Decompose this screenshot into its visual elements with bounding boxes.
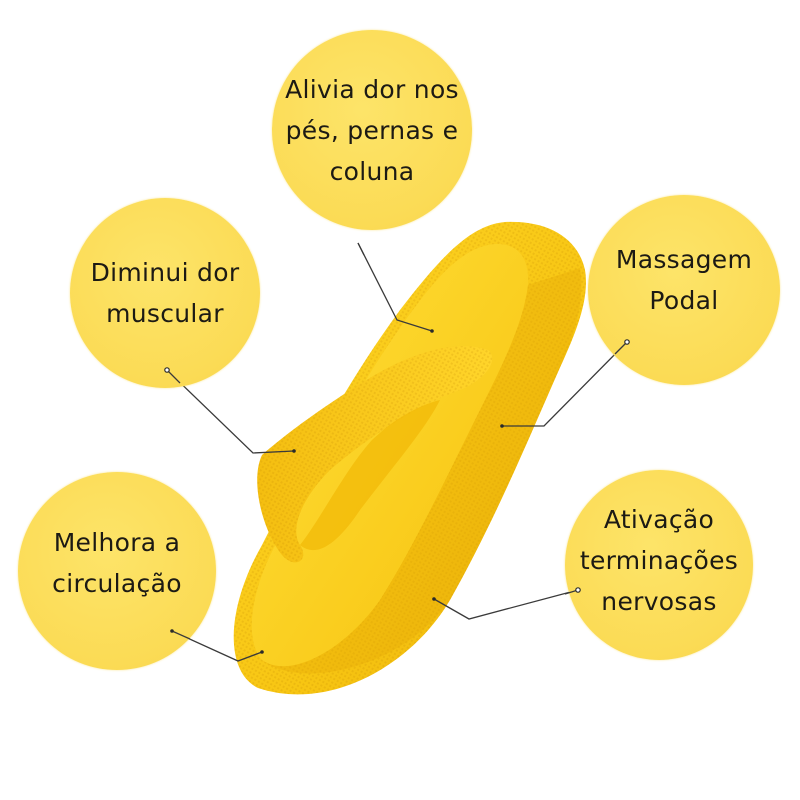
callout-line: muscular xyxy=(106,299,224,328)
callout-line: Massagem xyxy=(615,245,753,274)
callout-line: coluna xyxy=(329,156,415,186)
callout-left-mid-text: Diminui dor muscular xyxy=(91,252,240,334)
sandal-strap xyxy=(257,346,493,563)
callout-right-mid-text: Massagem Podal xyxy=(616,239,752,321)
callout-right-mid: Massagem Podal xyxy=(588,195,780,385)
callout-line: Melhora a xyxy=(53,528,181,557)
callout-line: Podal xyxy=(649,286,719,315)
callout-bottom-right-text: Ativação terminações nervosas xyxy=(580,499,738,622)
callout-top: Alivia dor nos pés, pernas e coluna xyxy=(272,30,472,230)
callout-line: terminações xyxy=(579,545,739,575)
callout-line: Alivia dor nos xyxy=(285,74,459,104)
connector-bottom-right xyxy=(433,589,579,620)
callout-line: pés, pernas e xyxy=(285,115,459,145)
callout-line: Diminui dor xyxy=(90,258,240,287)
callout-bottom-right: Ativação terminações nervosas xyxy=(565,470,753,660)
callout-line: Ativação xyxy=(603,504,715,534)
connector-lines xyxy=(166,242,628,662)
callout-left-mid: Diminui dor muscular xyxy=(70,198,260,388)
callout-top-text: Alivia dor nos pés, pernas e coluna xyxy=(285,69,459,192)
callout-bottom-left-text: Melhora a circulação xyxy=(52,522,182,604)
connector-bottom-left xyxy=(171,630,263,662)
connector-right-mid xyxy=(502,341,628,427)
callout-bottom-left: Melhora a circulação xyxy=(18,472,216,670)
callout-line: nervosas xyxy=(601,586,717,616)
callout-line: circulação xyxy=(52,569,182,598)
connector-left-mid xyxy=(166,369,295,454)
connector-top xyxy=(357,242,433,332)
